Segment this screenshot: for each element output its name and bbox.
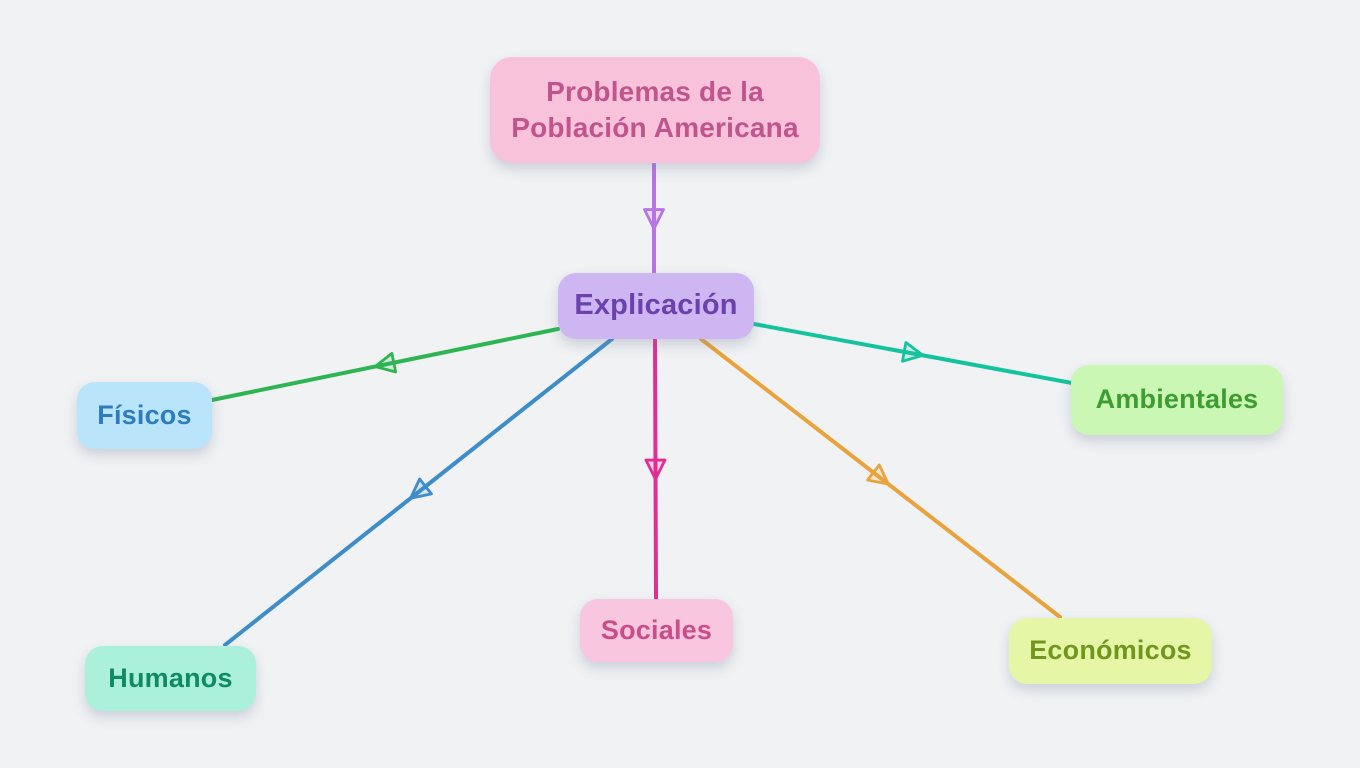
node-explicacion-label: Explicación [574, 289, 738, 322]
node-problemas[interactable]: Problemas de la Población Americana [490, 57, 820, 163]
edge-explicacion-ambientales [752, 322, 1074, 385]
node-explicacion[interactable]: Explicación [558, 273, 754, 339]
node-fisicos-label: Físicos [97, 399, 192, 430]
node-economicos[interactable]: Económicos [1009, 618, 1212, 684]
node-problemas-label: Problemas de la Población Americana [511, 75, 799, 143]
edge-explicacion-sociales [644, 337, 667, 601]
node-humanos-label: Humanos [108, 662, 233, 693]
edge-explicacion-humanos [223, 337, 614, 647]
node-sociales-label: Sociales [600, 614, 713, 645]
edge-explicacion-economicos [699, 337, 1062, 619]
node-fisicos[interactable]: Físicos [77, 382, 212, 449]
node-economicos-label: Económicos [1029, 635, 1192, 666]
edge-explicacion-fisicos [210, 327, 560, 402]
node-ambientales-label: Ambientales [1095, 384, 1259, 415]
node-humanos[interactable]: Humanos [85, 646, 256, 711]
node-sociales[interactable]: Sociales [580, 599, 733, 662]
node-ambientales[interactable]: Ambientales [1071, 365, 1283, 435]
